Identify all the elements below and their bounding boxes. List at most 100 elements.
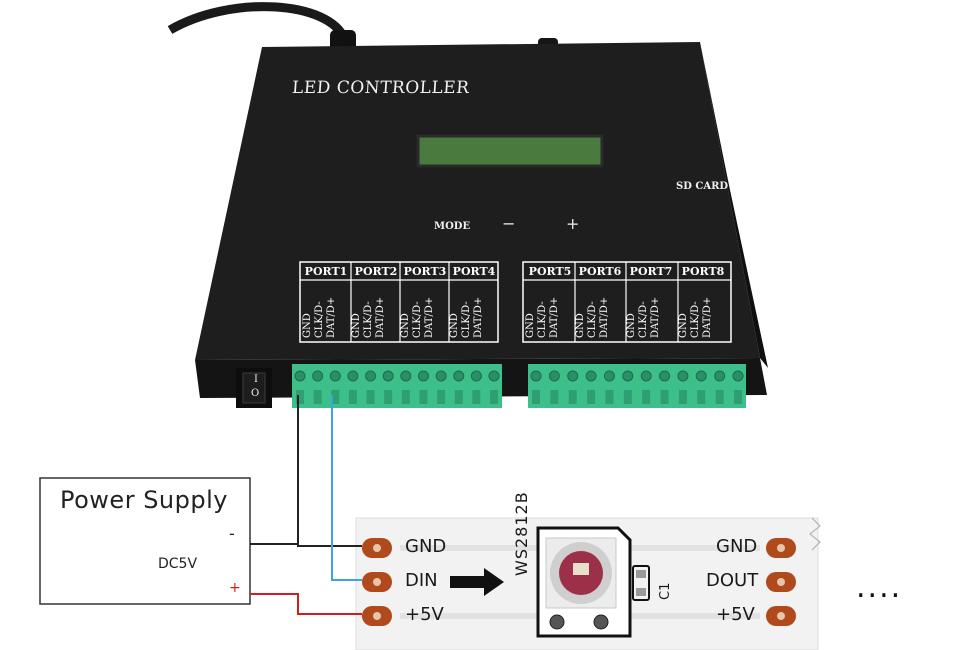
terminal-screw[interactable]: [548, 370, 560, 382]
terminal-slot: [532, 390, 540, 404]
terminal-screw[interactable]: [365, 370, 377, 382]
minus-button[interactable]: −: [502, 214, 516, 233]
pin-label: GND: [302, 313, 313, 338]
mode-label: MODE: [434, 221, 471, 232]
pin-label: GND: [400, 313, 411, 338]
terminal-screw[interactable]: [435, 370, 447, 382]
pin-label: CLK/D-: [638, 301, 649, 338]
terminal-slot: [678, 390, 687, 404]
right-pads: [766, 538, 796, 626]
port-label: PORT4: [452, 265, 496, 278]
terminal-slot: [734, 390, 742, 404]
power-supply-title: Power Supply: [60, 486, 228, 514]
pin-label: CLK/D-: [587, 301, 598, 338]
wire-power: [250, 593, 362, 615]
left-pads: [362, 538, 392, 626]
pin-label: DAT/D+: [326, 296, 337, 338]
terminal-slot: [642, 390, 651, 404]
terminal-screw[interactable]: [294, 370, 306, 382]
plus-button[interactable]: +: [566, 214, 580, 233]
power-supply-minus: -: [229, 524, 235, 543]
terminal-screw[interactable]: [347, 370, 359, 382]
pin-label: DAT/D+: [549, 296, 560, 338]
controller-title: LED CONTROLLER: [291, 78, 471, 98]
lcd-display: [416, 134, 604, 168]
terminal-slot: [660, 390, 669, 404]
switch-off-mark: O: [251, 388, 260, 399]
pin-label: GND: [449, 313, 460, 338]
wire-data: [331, 395, 362, 581]
pin-label: DAT/D+: [650, 296, 661, 338]
terminal-screw[interactable]: [714, 370, 726, 382]
terminal-screw[interactable]: [603, 370, 615, 382]
pin-label: CLK/D-: [363, 301, 374, 338]
pin-label: DAT/D+: [473, 296, 484, 338]
terminal-screw[interactable]: [640, 370, 652, 382]
pad-label-5v-in: +5V: [405, 604, 444, 625]
pad-label-gnd-out: GND: [716, 536, 758, 557]
port-label: PORT5: [528, 265, 572, 278]
pin-label: GND: [678, 313, 689, 338]
port-label: PORT1: [304, 265, 348, 278]
pin-label: CLK/D-: [314, 301, 325, 338]
terminal-screw[interactable]: [488, 370, 500, 382]
pin-label: DAT/D+: [424, 296, 435, 338]
terminal-screw[interactable]: [382, 370, 394, 382]
data-direction-arrow: [450, 568, 504, 596]
terminal-screw[interactable]: [695, 370, 707, 382]
power-switch[interactable]: [242, 372, 266, 404]
terminal-slot: [697, 390, 706, 404]
terminal-screw[interactable]: [585, 370, 597, 382]
terminal-screw[interactable]: [470, 370, 482, 382]
port-frame-right: [522, 261, 732, 343]
pin-label: CLK/D-: [537, 301, 548, 338]
pin-label: GND: [351, 313, 362, 338]
port-label: PORT2: [354, 265, 398, 278]
sd-card-label: SD CARD: [676, 181, 729, 192]
terminal-screw[interactable]: [530, 370, 542, 382]
pin-label: GND: [575, 313, 586, 338]
pad-label-dout: DOUT: [706, 570, 759, 591]
strip-continuation: ....: [856, 570, 903, 605]
power-supply-box: [39, 477, 251, 605]
terminal-slot: [366, 390, 375, 404]
pad-label-gnd-in: GND: [405, 536, 447, 557]
terminal-screw[interactable]: [329, 370, 341, 382]
terminal-screw[interactable]: [400, 370, 412, 382]
terminal-slot: [605, 390, 614, 404]
pin-label: CLK/D-: [461, 301, 472, 338]
wire-gnd: [297, 395, 362, 547]
pin-label: CLK/D-: [412, 301, 423, 338]
capacitor-c1: [632, 565, 650, 601]
terminal-slot: [587, 390, 596, 404]
pin-label: DAT/D+: [599, 296, 610, 338]
terminal-block-right: [528, 364, 746, 408]
pin-label: DAT/D+: [375, 296, 386, 338]
terminal-screw[interactable]: [567, 370, 579, 382]
terminal-slot: [490, 390, 498, 404]
terminal-slot: [348, 390, 357, 404]
pin-label: GND: [626, 313, 637, 338]
chip-label: WS2812B: [512, 491, 531, 576]
terminal-slot: [296, 390, 304, 404]
pad-label-5v-out: +5V: [716, 604, 755, 625]
terminal-slot: [623, 390, 632, 404]
terminal-screw[interactable]: [417, 370, 429, 382]
port-label: PORT3: [403, 265, 447, 278]
pin-label: DAT/D+: [702, 296, 713, 338]
terminal-screw[interactable]: [312, 370, 324, 382]
port-frame-left: [299, 261, 499, 343]
port-label: PORT6: [578, 265, 622, 278]
terminal-slot: [331, 390, 340, 404]
terminal-screw[interactable]: [677, 370, 689, 382]
power-cable: [167, 2, 350, 43]
terminal-screw[interactable]: [659, 370, 671, 382]
terminal-slot: [384, 390, 393, 404]
terminal-screw[interactable]: [453, 370, 465, 382]
terminal-slot: [715, 390, 724, 404]
terminal-slot: [550, 390, 559, 404]
terminal-screw[interactable]: [622, 370, 634, 382]
terminal-screw[interactable]: [732, 370, 744, 382]
terminal-slot: [401, 390, 410, 404]
